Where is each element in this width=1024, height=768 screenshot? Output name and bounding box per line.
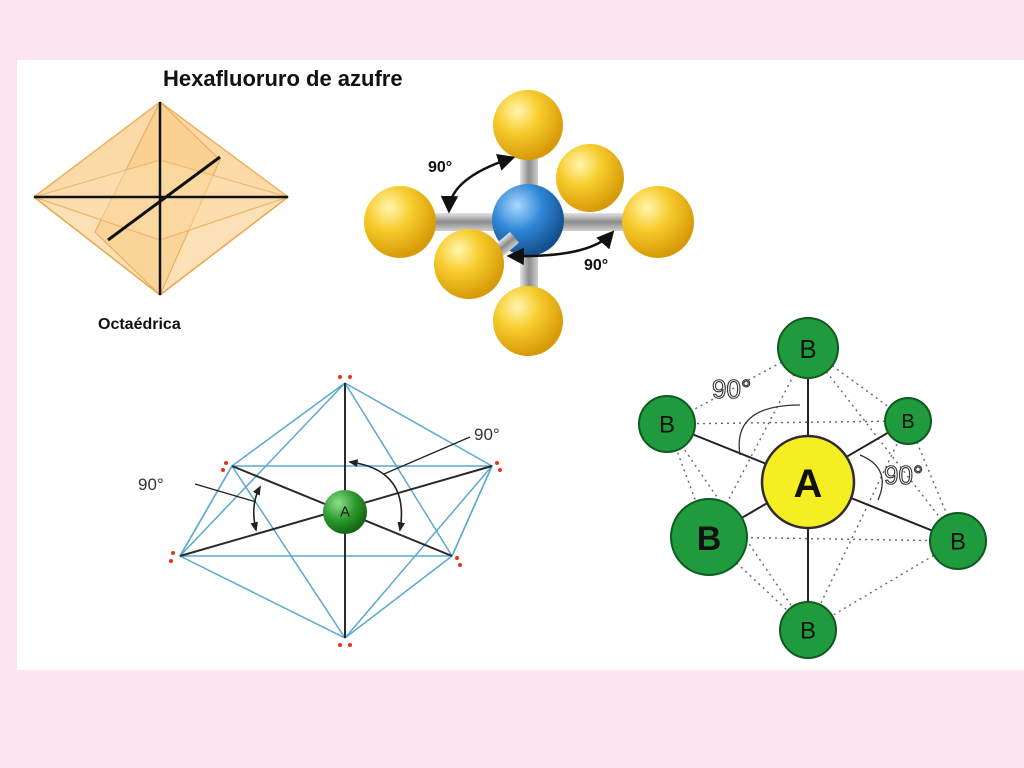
ligand-B-top-label: B xyxy=(799,334,816,364)
wire-leader-right xyxy=(383,436,471,475)
wire-angle-label-right: 90° xyxy=(474,425,500,444)
angle-label-top: 90° xyxy=(428,159,452,176)
vsepr-central-atom-A xyxy=(760,434,856,530)
ligand-B-right-back: B xyxy=(884,397,932,445)
ligand-B-right-front-label: B xyxy=(950,529,966,556)
ligand-B-bottom-label: B xyxy=(800,618,816,645)
fluorine-atom-right xyxy=(622,186,694,258)
ligand-B-left-back: B xyxy=(638,395,696,453)
ligand-B-left-back-label: B xyxy=(659,412,675,439)
fluorine-atom-top xyxy=(493,90,563,160)
ligand-B-left-front: B xyxy=(670,498,748,576)
angle-arrow-bottom xyxy=(506,230,615,266)
vsepr-angle-arc-right xyxy=(859,454,883,501)
ligand-B-top: B xyxy=(777,317,839,379)
fluorine-atom-left xyxy=(364,186,436,258)
figure-title: Hexafluoruro de azufre xyxy=(163,66,403,91)
vsepr-central-atom-A-label: A xyxy=(794,462,823,506)
octahedron-shape xyxy=(32,101,290,296)
octahedron-caption: Octaédrica xyxy=(98,316,181,333)
vsepr-angle-arc-top xyxy=(738,404,801,456)
fluorine-atom-back xyxy=(556,144,624,212)
lone-pair-dots xyxy=(169,375,502,647)
angle-label-bottom: 90° xyxy=(584,257,608,274)
wire-angle-arrow-right xyxy=(348,459,406,532)
ligand-B-right-back-label: B xyxy=(901,411,914,433)
wire-angle-label-left: 90° xyxy=(138,475,164,494)
wire-angle-arrow-left xyxy=(250,485,261,532)
vsepr-angle-label-top: 90° xyxy=(712,374,751,404)
fluorine-atom-front xyxy=(434,229,504,299)
ligand-B-right-front: B xyxy=(929,512,987,570)
vsepr-angle-label-right: 90° xyxy=(884,460,923,490)
ligand-B-bottom: B xyxy=(779,601,837,659)
ball-stick-model xyxy=(364,90,694,356)
angle-arrow-top xyxy=(440,153,516,214)
central-atom-A-label: A xyxy=(340,504,350,521)
fluorine-atom-bottom xyxy=(493,286,563,356)
ligand-B-left-front-label: B xyxy=(697,520,722,558)
wire-leader-left xyxy=(194,483,257,503)
ligand-atoms: B B B B B B xyxy=(638,317,987,659)
